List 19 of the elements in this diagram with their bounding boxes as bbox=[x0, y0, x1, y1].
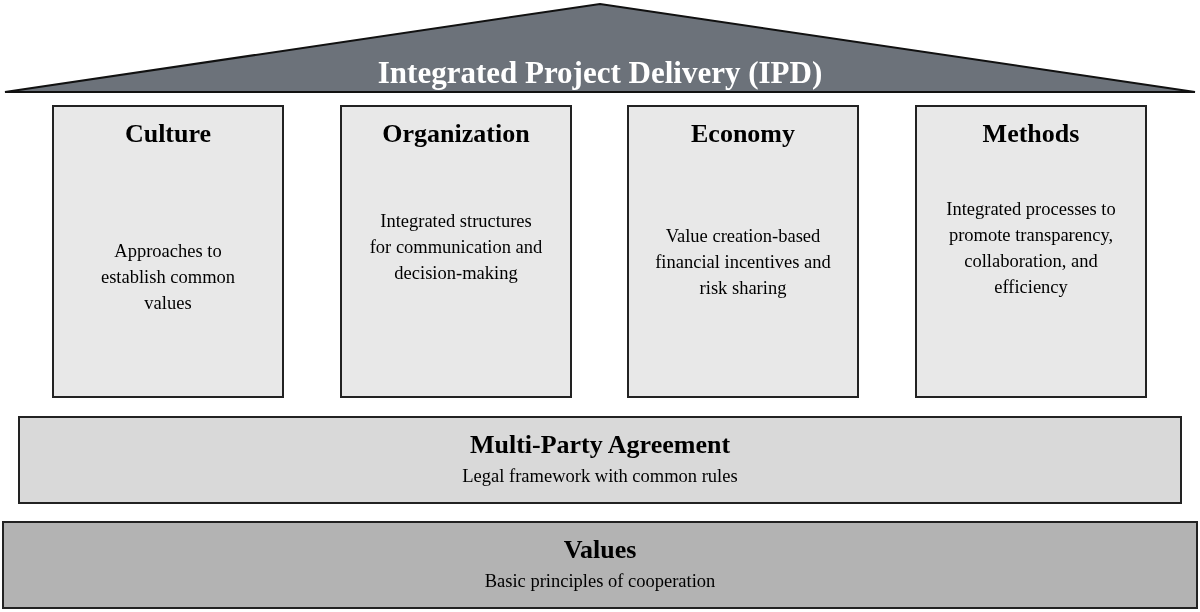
band-description: Basic principles of cooperation bbox=[483, 571, 717, 592]
pillar-description: Integrated processes to promote transparency, collaboration, and efficiency bbox=[945, 198, 1117, 299]
foundation-band bbox=[2, 521, 1198, 609]
pillar-description: Value creation-based financial incentives and risk sharing bbox=[655, 225, 831, 300]
pillar-description: Integrated structures for communication and decision-making bbox=[368, 210, 544, 285]
agreement-band bbox=[18, 416, 1182, 504]
band-heading: Multi-Party Agreement bbox=[468, 430, 732, 460]
pillar-box bbox=[340, 105, 572, 398]
band-heading: Values bbox=[562, 535, 638, 565]
pillar-box bbox=[52, 105, 284, 398]
title-text: Integrated Project Delivery (IPD) bbox=[376, 55, 824, 91]
pillar-box bbox=[627, 105, 859, 398]
pillar-heading: Culture bbox=[123, 119, 213, 149]
band-description: Legal framework with common rules bbox=[461, 466, 739, 487]
pillar-heading: Economy bbox=[690, 119, 796, 149]
pillar-box bbox=[915, 105, 1147, 398]
pillar-description: Approaches to establish common values bbox=[99, 240, 237, 315]
pillar-heading: Organization bbox=[381, 119, 531, 149]
pillar-heading: Methods bbox=[981, 119, 1081, 149]
